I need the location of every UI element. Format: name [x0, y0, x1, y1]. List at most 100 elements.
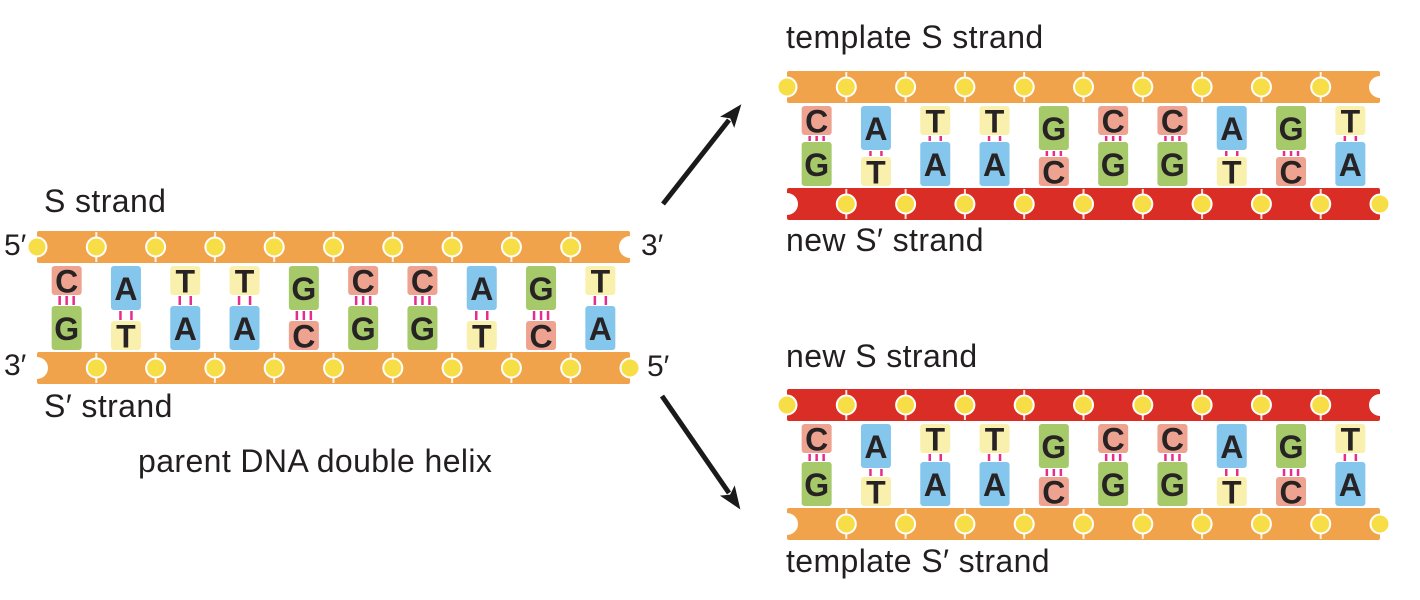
base-pair-GC: GC	[1038, 424, 1069, 511]
base-C	[1276, 477, 1307, 506]
phosphate-icon	[1250, 513, 1272, 535]
arrow-to-top-daughter	[661, 104, 742, 206]
base-G	[1157, 142, 1188, 186]
phosphate-icon	[323, 357, 344, 379]
base-pair-CG: CG	[51, 264, 82, 350]
phosphate-icon	[500, 236, 522, 258]
base-T	[979, 424, 1010, 453]
base-letter: A	[864, 429, 887, 465]
phosphate-icon	[500, 357, 522, 379]
base-G	[288, 266, 319, 310]
base-pair-AT: AT	[1216, 106, 1247, 191]
three-prime-notch	[1369, 394, 1391, 416]
base-letter: A	[589, 311, 612, 347]
daughter-bottom-duplex-top-strand	[776, 389, 1391, 421]
phosphate-icon	[1191, 394, 1213, 416]
phosphate-icon	[1250, 76, 1272, 98]
phosphate-icon	[1250, 394, 1272, 416]
base-letter: C	[1161, 422, 1184, 458]
base-T	[585, 266, 616, 295]
base-letter: G	[804, 147, 829, 183]
base-T	[860, 477, 891, 506]
phosphate-icon	[835, 193, 857, 215]
phosphate-icon	[1191, 76, 1213, 98]
phosphate-icon	[560, 236, 582, 258]
phosphate-icon	[895, 513, 917, 535]
base-C	[348, 266, 379, 295]
phosphate-icon	[1013, 394, 1035, 416]
base-letter: A	[864, 111, 887, 147]
base-A	[1216, 424, 1247, 468]
base-A	[466, 266, 497, 310]
base-A	[229, 306, 260, 350]
base-A	[1216, 106, 1247, 150]
phosphate-icon	[835, 513, 857, 535]
daughter-bottom-new-strand-label: new S strand	[786, 338, 978, 374]
base-A	[920, 462, 951, 506]
phosphate-icon	[204, 236, 226, 258]
base-letter: T	[925, 422, 945, 458]
base-letter: G	[54, 311, 79, 347]
base-C	[1276, 157, 1307, 186]
arrow-to-bottom-daughter	[659, 394, 741, 510]
parent-bottom-right-end-label: 5′	[647, 350, 670, 383]
base-T	[1216, 157, 1247, 186]
base-letter: C	[805, 422, 828, 458]
phosphate-icon	[954, 513, 976, 535]
base-G	[1038, 424, 1069, 468]
base-letter: T	[591, 264, 611, 300]
base-G	[526, 266, 557, 310]
base-G	[51, 306, 82, 350]
parent-top-strand-label: S strand	[44, 183, 167, 219]
base-letter: C	[1042, 155, 1065, 191]
base-T	[920, 424, 951, 453]
three-prime-notch	[776, 193, 798, 215]
base-letter: C	[1161, 104, 1184, 140]
phosphate-icon	[85, 357, 107, 379]
phosphate-icon	[1310, 76, 1332, 98]
base-C	[526, 321, 557, 350]
base-G	[801, 462, 832, 506]
parent-top-left-end-label: 5′	[4, 229, 27, 262]
base-pair-CG: CG	[801, 422, 832, 506]
base-T	[170, 266, 201, 295]
base-letter: G	[1041, 429, 1066, 465]
base-A	[860, 424, 891, 468]
base-pair-AT: AT	[860, 106, 891, 191]
base-letter: A	[924, 147, 947, 183]
base-letter: T	[235, 264, 255, 300]
base-T	[1216, 477, 1247, 506]
base-letter: C	[352, 264, 375, 300]
base-letter: A	[470, 271, 493, 307]
daughter-top-template-strand-label: template S strand	[786, 19, 1044, 55]
base-letter: G	[529, 271, 554, 307]
base-pair-CG: CG	[348, 264, 379, 350]
parent-duplex-bottom-strand	[26, 352, 641, 384]
base-letter: A	[1220, 111, 1243, 147]
base-pair-GC: GC	[1038, 106, 1069, 191]
base-letter: G	[410, 311, 435, 347]
daughter-bottom-template-strand-label: template S′ strand	[786, 543, 1050, 579]
phosphate-icon	[1310, 513, 1332, 535]
base-pair-TA: TA	[170, 264, 201, 350]
base-T	[110, 321, 141, 350]
parent-top-right-end-label: 3′	[641, 229, 664, 262]
base-C	[288, 321, 319, 350]
phosphate-icon	[1132, 76, 1154, 98]
phosphate-icon	[895, 193, 917, 215]
base-letter: T	[175, 264, 195, 300]
base-pair-CG: CG	[1157, 104, 1188, 186]
base-G	[1038, 106, 1069, 150]
base-G	[1276, 106, 1307, 150]
base-C	[1038, 477, 1069, 506]
base-pair-CG: CG	[407, 264, 438, 350]
base-pair-TA: TA	[920, 104, 951, 186]
base-C	[1038, 157, 1069, 186]
base-C	[1157, 424, 1188, 453]
base-letter: C	[1102, 104, 1125, 140]
base-letter: G	[804, 467, 829, 503]
base-T	[920, 106, 951, 135]
base-pair-AT: AT	[860, 424, 891, 511]
